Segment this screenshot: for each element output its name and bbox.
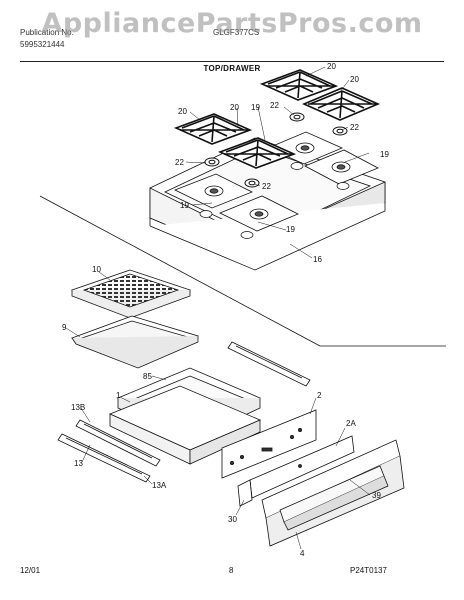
- callout-85: 85: [143, 372, 152, 381]
- footer-date: 12/01: [20, 566, 41, 575]
- callout-9: 9: [62, 323, 67, 332]
- burner-grate-center: [217, 137, 297, 169]
- burner-grate-left: [173, 113, 253, 145]
- footer-diagram-code: P24T0137: [350, 566, 387, 575]
- drawer-slide-rail-right: [227, 341, 311, 387]
- callout-2a: 2A: [346, 419, 356, 428]
- callout-22: 22: [350, 123, 359, 132]
- callout-16: 16: [313, 255, 322, 264]
- callout-22: 22: [262, 182, 271, 191]
- section-title: TOP/DRAWER: [203, 64, 261, 73]
- callout-20: 20: [327, 62, 336, 71]
- callout-labels: 20 20 20 20 19 22 22 22 22 19 19 19 16 1…: [62, 62, 389, 558]
- burner-rings: [204, 112, 348, 188]
- drawer-slide-rail-left: [75, 419, 161, 467]
- callout-1: 1: [116, 391, 121, 400]
- broiler-pan-insert: [70, 269, 192, 319]
- callout-13a: 13A: [152, 481, 167, 490]
- burner-grate-rear-right: [259, 69, 339, 101]
- callout-4: 4: [300, 549, 305, 558]
- watermark-logo: AppliancePartsPros.com: [41, 8, 423, 39]
- drawer-slide-rail-lower: [57, 433, 151, 483]
- burner-bowl-left-rear: [174, 173, 253, 209]
- burner-bowl-right-front: [304, 149, 379, 185]
- drawer-box: [108, 385, 262, 465]
- header-rule: [20, 61, 444, 62]
- callout-19: 19: [251, 103, 260, 112]
- callout-20: 20: [350, 75, 359, 84]
- drawer-trim-strip: [237, 479, 253, 507]
- callout-30: 30: [228, 515, 237, 524]
- burner-grate-right: [301, 87, 381, 121]
- callout-22: 22: [175, 158, 184, 167]
- drawer-back-panel: [221, 409, 317, 479]
- callout-2: 2: [317, 391, 322, 400]
- callout-13: 13: [74, 459, 83, 468]
- publication-number: 5995321444: [20, 40, 65, 49]
- burner-bowl-left-front: [219, 195, 299, 232]
- callout-19: 19: [380, 150, 389, 159]
- callout-19: 19: [286, 225, 295, 234]
- callout-20: 20: [230, 103, 239, 112]
- callout-13b: 13B: [71, 403, 85, 412]
- drawer-front-handle: [279, 465, 389, 531]
- callout-leaders: [65, 66, 371, 550]
- publication-label: Publication No.: [20, 28, 74, 37]
- model-number: GLGF377CS: [213, 28, 260, 37]
- callout-19: 19: [180, 201, 189, 210]
- callout-22: 22: [270, 101, 279, 110]
- burner-heads-lower: [199, 162, 350, 239]
- section-divider-line: [39, 195, 321, 347]
- callout-10: 10: [92, 265, 101, 274]
- callout-39: 39: [372, 491, 381, 500]
- footer-page-number: 8: [229, 566, 234, 575]
- broiler-pan: [70, 315, 200, 369]
- callout-20: 20: [178, 107, 187, 116]
